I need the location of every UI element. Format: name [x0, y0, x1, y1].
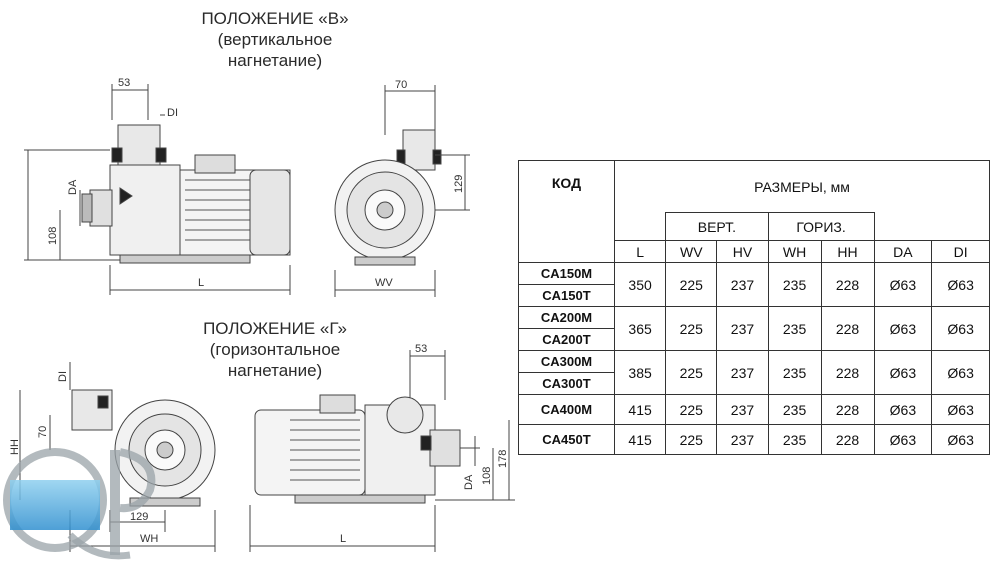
table-row: CA400M 415 225 237 235 228 Ø63 Ø63: [518, 394, 990, 425]
cell-di: Ø63: [931, 262, 990, 307]
cell-hv: 237: [716, 306, 769, 351]
dim-da-label-h: DA: [463, 474, 475, 490]
cell-di: Ø63: [931, 394, 990, 425]
table-row: CA200M 365 225 237 235 228 Ø63 Ø63: [518, 306, 990, 351]
table-header-horiz: ГОРИЗ.: [767, 212, 875, 241]
cell-wv: 225: [665, 394, 718, 425]
cell-hv: 237: [716, 350, 769, 395]
table-row: CA300M 385 225 237 235 228 Ø63 Ø63: [518, 350, 990, 395]
row-code: CA150M: [518, 262, 615, 285]
dim-70-label: 70: [395, 79, 407, 91]
cell-wh: 235: [767, 394, 822, 425]
qp-logo: QP: [0, 440, 160, 568]
dimensions-table: КОД РАЗМЕРЫ, мм ВЕРТ. ГОРИЗ. L WV HV WH …: [518, 160, 991, 455]
cell-hh: 228: [820, 306, 875, 351]
cell-l: 385: [613, 350, 667, 395]
dim-hh-label: HH: [10, 439, 21, 455]
col-wv: WV: [665, 240, 718, 263]
row-code: CA300T: [518, 372, 615, 395]
row-code: CA450T: [518, 424, 615, 455]
pump-side-view-vertical: 53 DI HV 108 DA L: [20, 70, 310, 300]
row-code: CA150T: [518, 284, 615, 307]
table-header-code: КОД: [518, 160, 615, 263]
cell-l: 365: [613, 306, 667, 351]
cell-da: Ø63: [873, 394, 933, 425]
dim-129-label: 129: [453, 175, 465, 193]
dim-wv-label: WV: [375, 277, 393, 289]
cell-wv: 225: [665, 306, 718, 351]
cell-da: Ø63: [873, 424, 933, 455]
caption-horizontal-sub1: (горизонтальное: [209, 340, 341, 359]
pump-front-view-vertical: 70 129 WV: [325, 75, 485, 300]
row-code: CA200T: [518, 328, 615, 351]
dim-da-label: DA: [67, 179, 79, 195]
row-code: CA200M: [518, 306, 615, 329]
cell-hh: 228: [820, 394, 875, 425]
cell-da: Ø63: [873, 306, 933, 351]
cell-wh: 235: [767, 350, 822, 395]
cell-wh: 235: [767, 306, 822, 351]
row-code: CA300M: [518, 350, 615, 373]
caption-horizontal-position: ПОЛОЖЕНИЕ «Г» (горизонтальное нагнетание…: [175, 318, 375, 381]
table-header-vert: ВЕРТ.: [665, 212, 769, 241]
dim-di-label-h: DI: [57, 371, 69, 382]
cell-l: 350: [613, 262, 667, 307]
dim-53-label: 53: [118, 77, 130, 89]
caption-vertical-title: ПОЛОЖЕНИЕ «В»: [201, 9, 349, 28]
col-da: DA: [873, 240, 933, 263]
cell-wv: 225: [665, 350, 718, 395]
cell-wh: 235: [767, 424, 822, 455]
dim-l-label: L: [198, 277, 204, 289]
cell-l: 415: [613, 394, 667, 425]
pump-side-view-horizontal: 53 DA 108 178 L: [245, 340, 530, 555]
col-l: L: [613, 240, 667, 263]
cell-hv: 237: [716, 424, 769, 455]
row-code: CA400M: [518, 394, 615, 425]
caption-horizontal-sub2: нагнетание): [227, 361, 323, 380]
col-di: DI: [931, 240, 990, 263]
dim-di-label: DI: [167, 107, 178, 119]
dim-108-label-h: 108: [481, 467, 493, 485]
caption-vertical-sub2: нагнетание): [227, 51, 323, 70]
cell-di: Ø63: [931, 424, 990, 455]
table-row: CA150M 350 225 237 235 228 Ø63 Ø63: [518, 262, 990, 307]
col-hh: HH: [820, 240, 875, 263]
dim-l-label-h: L: [340, 533, 346, 545]
col-wh: WH: [767, 240, 822, 263]
dim-53-label-h: 53: [415, 343, 427, 355]
cell-hh: 228: [820, 262, 875, 307]
cell-di: Ø63: [931, 350, 990, 395]
caption-vertical-position: ПОЛОЖЕНИЕ «В» (вертикальное нагнетание): [175, 8, 375, 71]
cell-hv: 237: [716, 394, 769, 425]
dim-129-label-h: 129: [130, 511, 148, 523]
caption-horizontal-title: ПОЛОЖЕНИЕ «Г»: [203, 319, 347, 338]
col-hv: HV: [716, 240, 769, 263]
dim-wh-label: WH: [140, 533, 158, 545]
cell-hh: 228: [820, 350, 875, 395]
cell-wv: 225: [665, 424, 718, 455]
caption-vertical-sub1: (вертикальное: [217, 30, 333, 49]
table-row: CA450T 415 225 237 235 228 Ø63 Ø63: [518, 424, 990, 455]
cell-di: Ø63: [931, 306, 990, 351]
cell-wh: 235: [767, 262, 822, 307]
cell-hv: 237: [716, 262, 769, 307]
dim-hv-label: HV: [20, 204, 22, 220]
dim-108-label: 108: [47, 227, 59, 245]
logo-letters: QP: [0, 440, 2, 441]
cell-wv: 225: [665, 262, 718, 307]
dim-178-label: 178: [497, 450, 509, 468]
cell-hh: 228: [820, 424, 875, 455]
cell-l: 415: [613, 424, 667, 455]
cell-da: Ø63: [873, 350, 933, 395]
dim-70-label-h: 70: [37, 426, 49, 438]
table-header-sizes: РАЗМЕРЫ, мм: [614, 160, 990, 213]
cell-da: Ø63: [873, 262, 933, 307]
